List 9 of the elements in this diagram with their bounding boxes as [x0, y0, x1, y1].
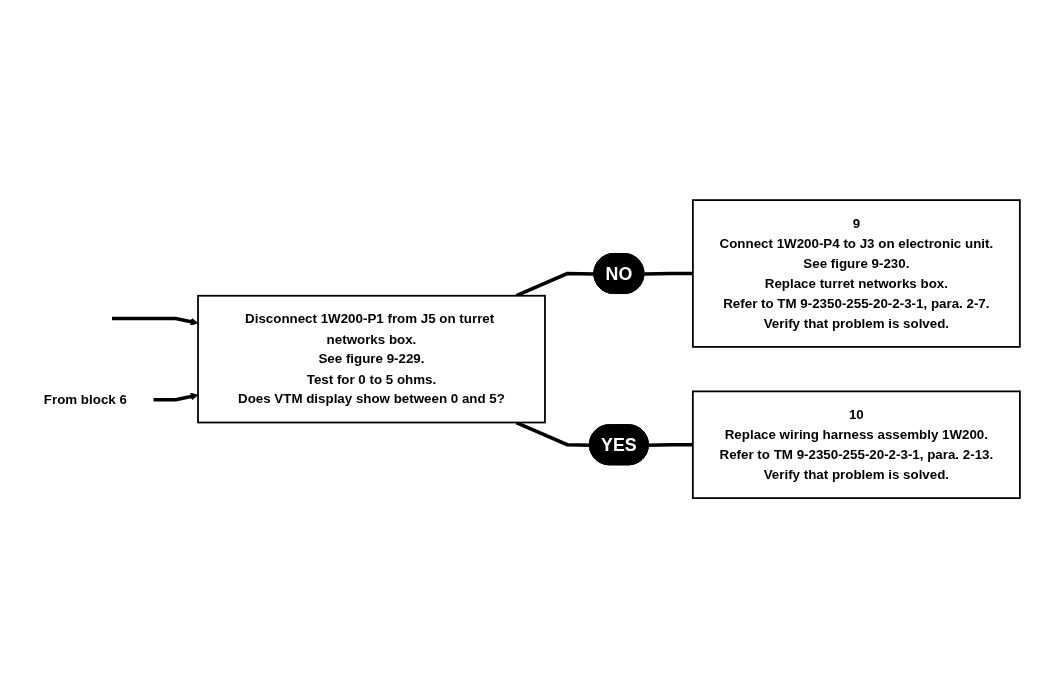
connector: [648, 442, 693, 447]
arrow: [112, 316, 199, 326]
connector: [644, 271, 693, 276]
node-box: [691, 390, 1021, 499]
flowchart-drawing: From block 6 Disconnect 1W200-P1 from J5 on turret networks box. See figure 9-229. Test for 0 to 5 ohms. Does VTM display show between 0 and 5? NO YES 9 Connect 1W200-P4 to J3 on electronic unit. See figure 9-230. Replace turret networks box. Refer to TM 9-2350-255-20-2-3-1, para. 2-7. Verify that problem is solved. 10 Replace wiring harness assembly 1W200. Refer to TM 9-2350-255-20-2-3-1, para. 2-13. Verify that problem is solved.: [10, 192, 1027, 506]
node-text: From block 6: [43, 391, 127, 407]
node-box: [692, 199, 1021, 348]
node-box: [197, 294, 546, 424]
arrow: [153, 392, 199, 402]
